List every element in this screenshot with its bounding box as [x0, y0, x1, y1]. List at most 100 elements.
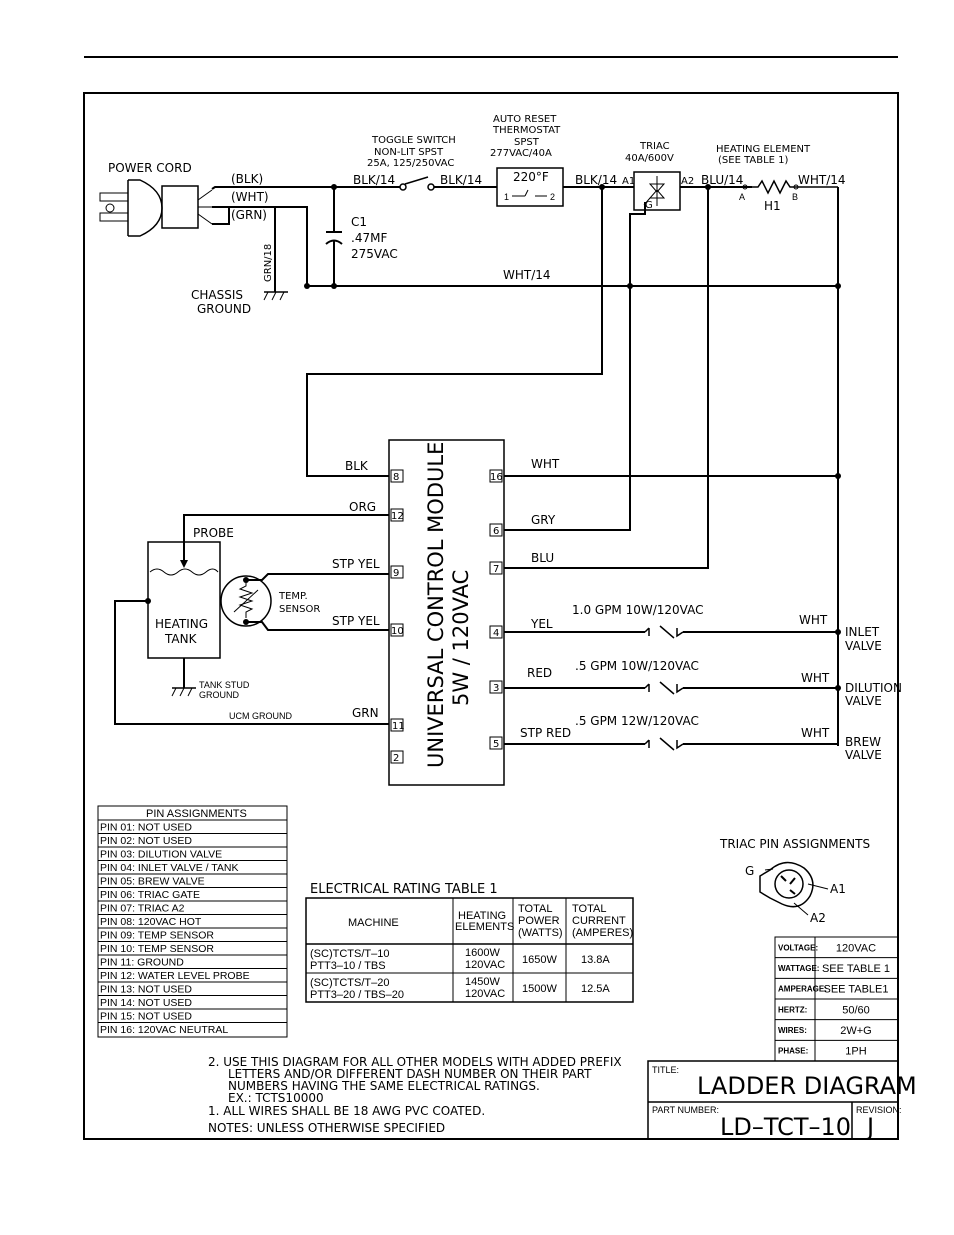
ucm-pin-8: 8 — [390, 469, 404, 483]
power-cord-label: POWER CORD — [108, 161, 192, 175]
pin-table-row: PIN 03: DILUTION VALVE — [100, 849, 222, 861]
rating-table — [305, 897, 634, 1003]
rating-table-title: ELECTRICAL RATING TABLE 1 — [310, 882, 498, 897]
note-1: 1. ALL WIRES SHALL BE 18 AWG PVC COATED. — [208, 1104, 485, 1118]
spec-value: SEE TABLE1 — [823, 984, 888, 996]
rating-row2-machine-2: PTT3–20 / TBS–20 — [310, 989, 404, 1001]
pin-table-row: PIN 01: NOT USED — [100, 822, 192, 834]
tank-stud-label-1: TANK STUD — [199, 680, 250, 690]
thermostat-temp: 220°F — [513, 170, 549, 184]
pin8-wire-label: BLK — [345, 459, 369, 473]
rating-header-power-2: POWER — [518, 915, 560, 927]
toggle-label-3: 25A, 125/250VAC — [367, 158, 454, 169]
spec-value: 120VAC — [836, 942, 876, 954]
rating-row1-power: 1650W — [522, 954, 557, 966]
pin10-wire-label: STP YEL — [332, 614, 380, 628]
triac-out-wire: BLU/14 — [701, 173, 743, 187]
ucm-pin-6: 6 — [489, 523, 503, 537]
pin5-wire-label: STP RED — [520, 726, 571, 740]
tank-ground-symbol — [171, 687, 196, 697]
svg-text:3: 3 — [493, 683, 499, 694]
triac-a2-label: A2 — [681, 176, 694, 187]
chassis-label-2: GROUND — [197, 302, 251, 316]
cap-name: C1 — [351, 215, 367, 229]
revision: J — [865, 1113, 874, 1141]
brew-valve-spec: .5 GPM 12W/120VAC — [575, 714, 699, 728]
part-number-label: PART NUMBER: — [652, 1105, 719, 1115]
hot-to-pin8-wire — [306, 187, 603, 477]
triac-pinout-symbol — [759, 861, 829, 916]
spec-key: WIRES: — [778, 1026, 807, 1035]
title-label: TITLE: — [652, 1065, 679, 1075]
svg-text:2: 2 — [393, 753, 399, 764]
triac-box — [633, 171, 681, 211]
probe-label: PROBE — [193, 526, 234, 540]
svg-text:4: 4 — [493, 628, 499, 639]
cap-value: .47MF — [351, 231, 387, 245]
rating-header-current-2: CURRENT — [572, 915, 626, 927]
pin11-wire-label: GRN — [352, 706, 379, 720]
svg-text:12: 12 — [391, 511, 404, 522]
rating-row2-machine-1: (SC)TCTS/T–20 — [310, 977, 389, 989]
thermistor-symbol — [238, 582, 254, 618]
thermostat-out-wire: BLK/14 — [575, 173, 617, 187]
wht-wire-label: (WHT) — [231, 190, 269, 204]
sensor-label-1: TEMP. — [278, 591, 308, 602]
pin3-wire-label: RED — [527, 666, 552, 680]
pin-table-row: PIN 09: TEMP SENSOR — [100, 930, 214, 942]
pin-table-row: PIN 08: 120VAC HOT — [100, 916, 202, 928]
cap-rating: 275VAC — [351, 247, 398, 261]
thermostat-contact — [512, 189, 547, 197]
part-number: LD–TCT–10 — [720, 1113, 851, 1141]
rating-row1-elements-2: 120VAC — [465, 959, 505, 971]
pin16-wire-label: WHT — [531, 457, 560, 471]
thermostat-label-3: SPST — [514, 137, 540, 148]
rating-row2-current: 12.5A — [581, 983, 610, 995]
spec-value: 50/60 — [842, 1004, 870, 1016]
pin6-wire-label: GRY — [531, 513, 556, 527]
svg-text:10: 10 — [391, 626, 404, 637]
svg-text:9: 9 — [393, 568, 399, 579]
brew-valve-label-2: VALVE — [845, 748, 882, 762]
pin9-wire-label: STP YEL — [332, 557, 380, 571]
inlet-valve-label-1: INLET — [845, 625, 880, 639]
inlet-valve-line — [504, 625, 841, 639]
spec-key: PHASE: — [778, 1047, 808, 1056]
pin7-wire-label: BLU — [531, 551, 554, 565]
rating-row1-machine-2: PTT3–10 / TBS — [310, 960, 386, 972]
pin-table-row: PIN 13: NOT USED — [100, 984, 192, 996]
triac-pin-a2: A2 — [810, 911, 826, 925]
rating-header-machine: MACHINE — [348, 917, 399, 929]
dilution-valve-spec: .5 GPM 10W/120VAC — [575, 659, 699, 673]
heater-label-2: (SEE TABLE 1) — [718, 155, 789, 166]
tank-stud-label-2: GROUND — [199, 690, 239, 700]
thermostat-pin1: 1 — [504, 192, 509, 202]
spec-key: AMPERAGE: — [778, 985, 827, 994]
thermostat-label-2: THERMOSTAT — [492, 125, 561, 136]
pin-table-row: PIN 07: TRIAC A2 — [100, 903, 185, 915]
pin-table-row: PIN 16: 120VAC NEUTRAL — [100, 1024, 228, 1036]
rating-header-power-1: TOTAL — [518, 903, 552, 915]
ucm-title-2: 5W / 120VAC — [449, 570, 473, 706]
toggle-label-2: NON-LIT SPST — [374, 147, 444, 158]
pin4-wire-label: YEL — [530, 617, 553, 631]
pin-table-row: PIN 02: NOT USED — [100, 835, 192, 847]
probe-tip — [180, 560, 188, 568]
ucm-pin-12: 12 — [390, 508, 404, 522]
rating-row2-elements-2: 120VAC — [465, 988, 505, 1000]
thermostat-label-1: AUTO RESET — [493, 114, 557, 125]
neutral-wire-label: WHT/14 — [503, 268, 551, 282]
note-2-line-2: LETTERS AND/OR DIFFERENT DASH NUMBER ON … — [228, 1067, 592, 1081]
pin-table-row: PIN 14: NOT USED — [100, 997, 192, 1009]
spec-value: 1PH — [845, 1046, 866, 1058]
pin-table-title: PIN ASSIGNMENTS — [146, 808, 247, 820]
rating-header-current-1: TOTAL — [572, 903, 606, 915]
toggle-out-wire: BLK/14 — [440, 173, 482, 187]
dilution-valve-label-2: VALVE — [845, 694, 882, 708]
spec-key: VOLTAGE: — [778, 943, 818, 952]
spec-key: HERTZ: — [778, 1005, 807, 1014]
sensor-label-2: SENSOR — [279, 604, 320, 615]
rating-header-elements-1: HEATING — [458, 910, 506, 922]
ucm-pin-16: 16 — [489, 469, 503, 483]
dilution-valve-label-1: DILUTION — [845, 681, 902, 695]
